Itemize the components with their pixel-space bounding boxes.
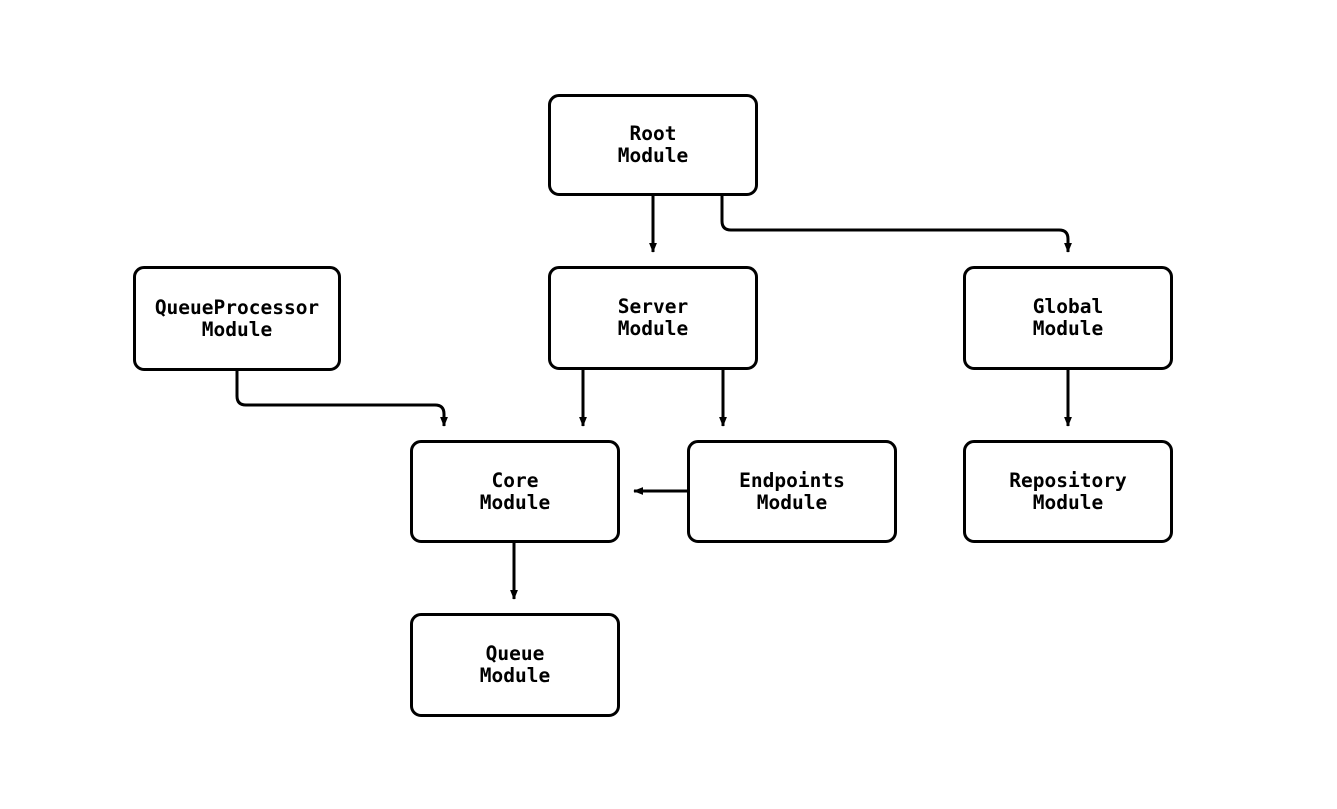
edge-queueprocessor-to-core (235, 371, 448, 427)
node-repository-module-label-line1: Repository (1009, 468, 1127, 492)
node-server-module-label-line2: Module (617, 317, 689, 340)
node-endpoints-module[interactable]: Endpoints Module (687, 440, 897, 543)
node-global-module-label-line2: Module (1032, 317, 1104, 340)
edge-root-to-global (720, 196, 1072, 253)
node-queueprocessor-module[interactable]: QueueProcessor Module (133, 266, 341, 371)
node-root-module-label-line1: Root (629, 122, 677, 145)
node-queueprocessor-module-label-line1: QueueProcessor (154, 295, 320, 319)
node-server-module-label-line1: Server (617, 295, 689, 318)
node-queueprocessor-module-label-line2: Module (201, 317, 273, 341)
node-queue-module[interactable]: Queue Module (410, 613, 620, 717)
node-queue-module-label-line1: Queue (485, 642, 545, 665)
node-server-module[interactable]: Server Module (548, 266, 758, 370)
node-repository-module[interactable]: Repository Module (963, 440, 1173, 543)
node-core-module-label-line2: Module (479, 490, 551, 514)
node-endpoints-module-label-line1: Endpoints (739, 468, 845, 492)
node-queue-module-label-line2: Module (479, 664, 551, 687)
node-global-module-label-line1: Global (1032, 295, 1104, 318)
node-repository-module-label-line2: Module (1032, 490, 1104, 514)
node-root-module-label-line2: Module (617, 144, 689, 167)
node-endpoints-module-label-line2: Module (756, 490, 828, 514)
node-core-module-label-line1: Core (491, 468, 539, 492)
node-root-module[interactable]: Root Module (548, 94, 758, 196)
node-global-module[interactable]: Global Module (963, 266, 1173, 370)
node-core-module[interactable]: Core Module (410, 440, 620, 543)
